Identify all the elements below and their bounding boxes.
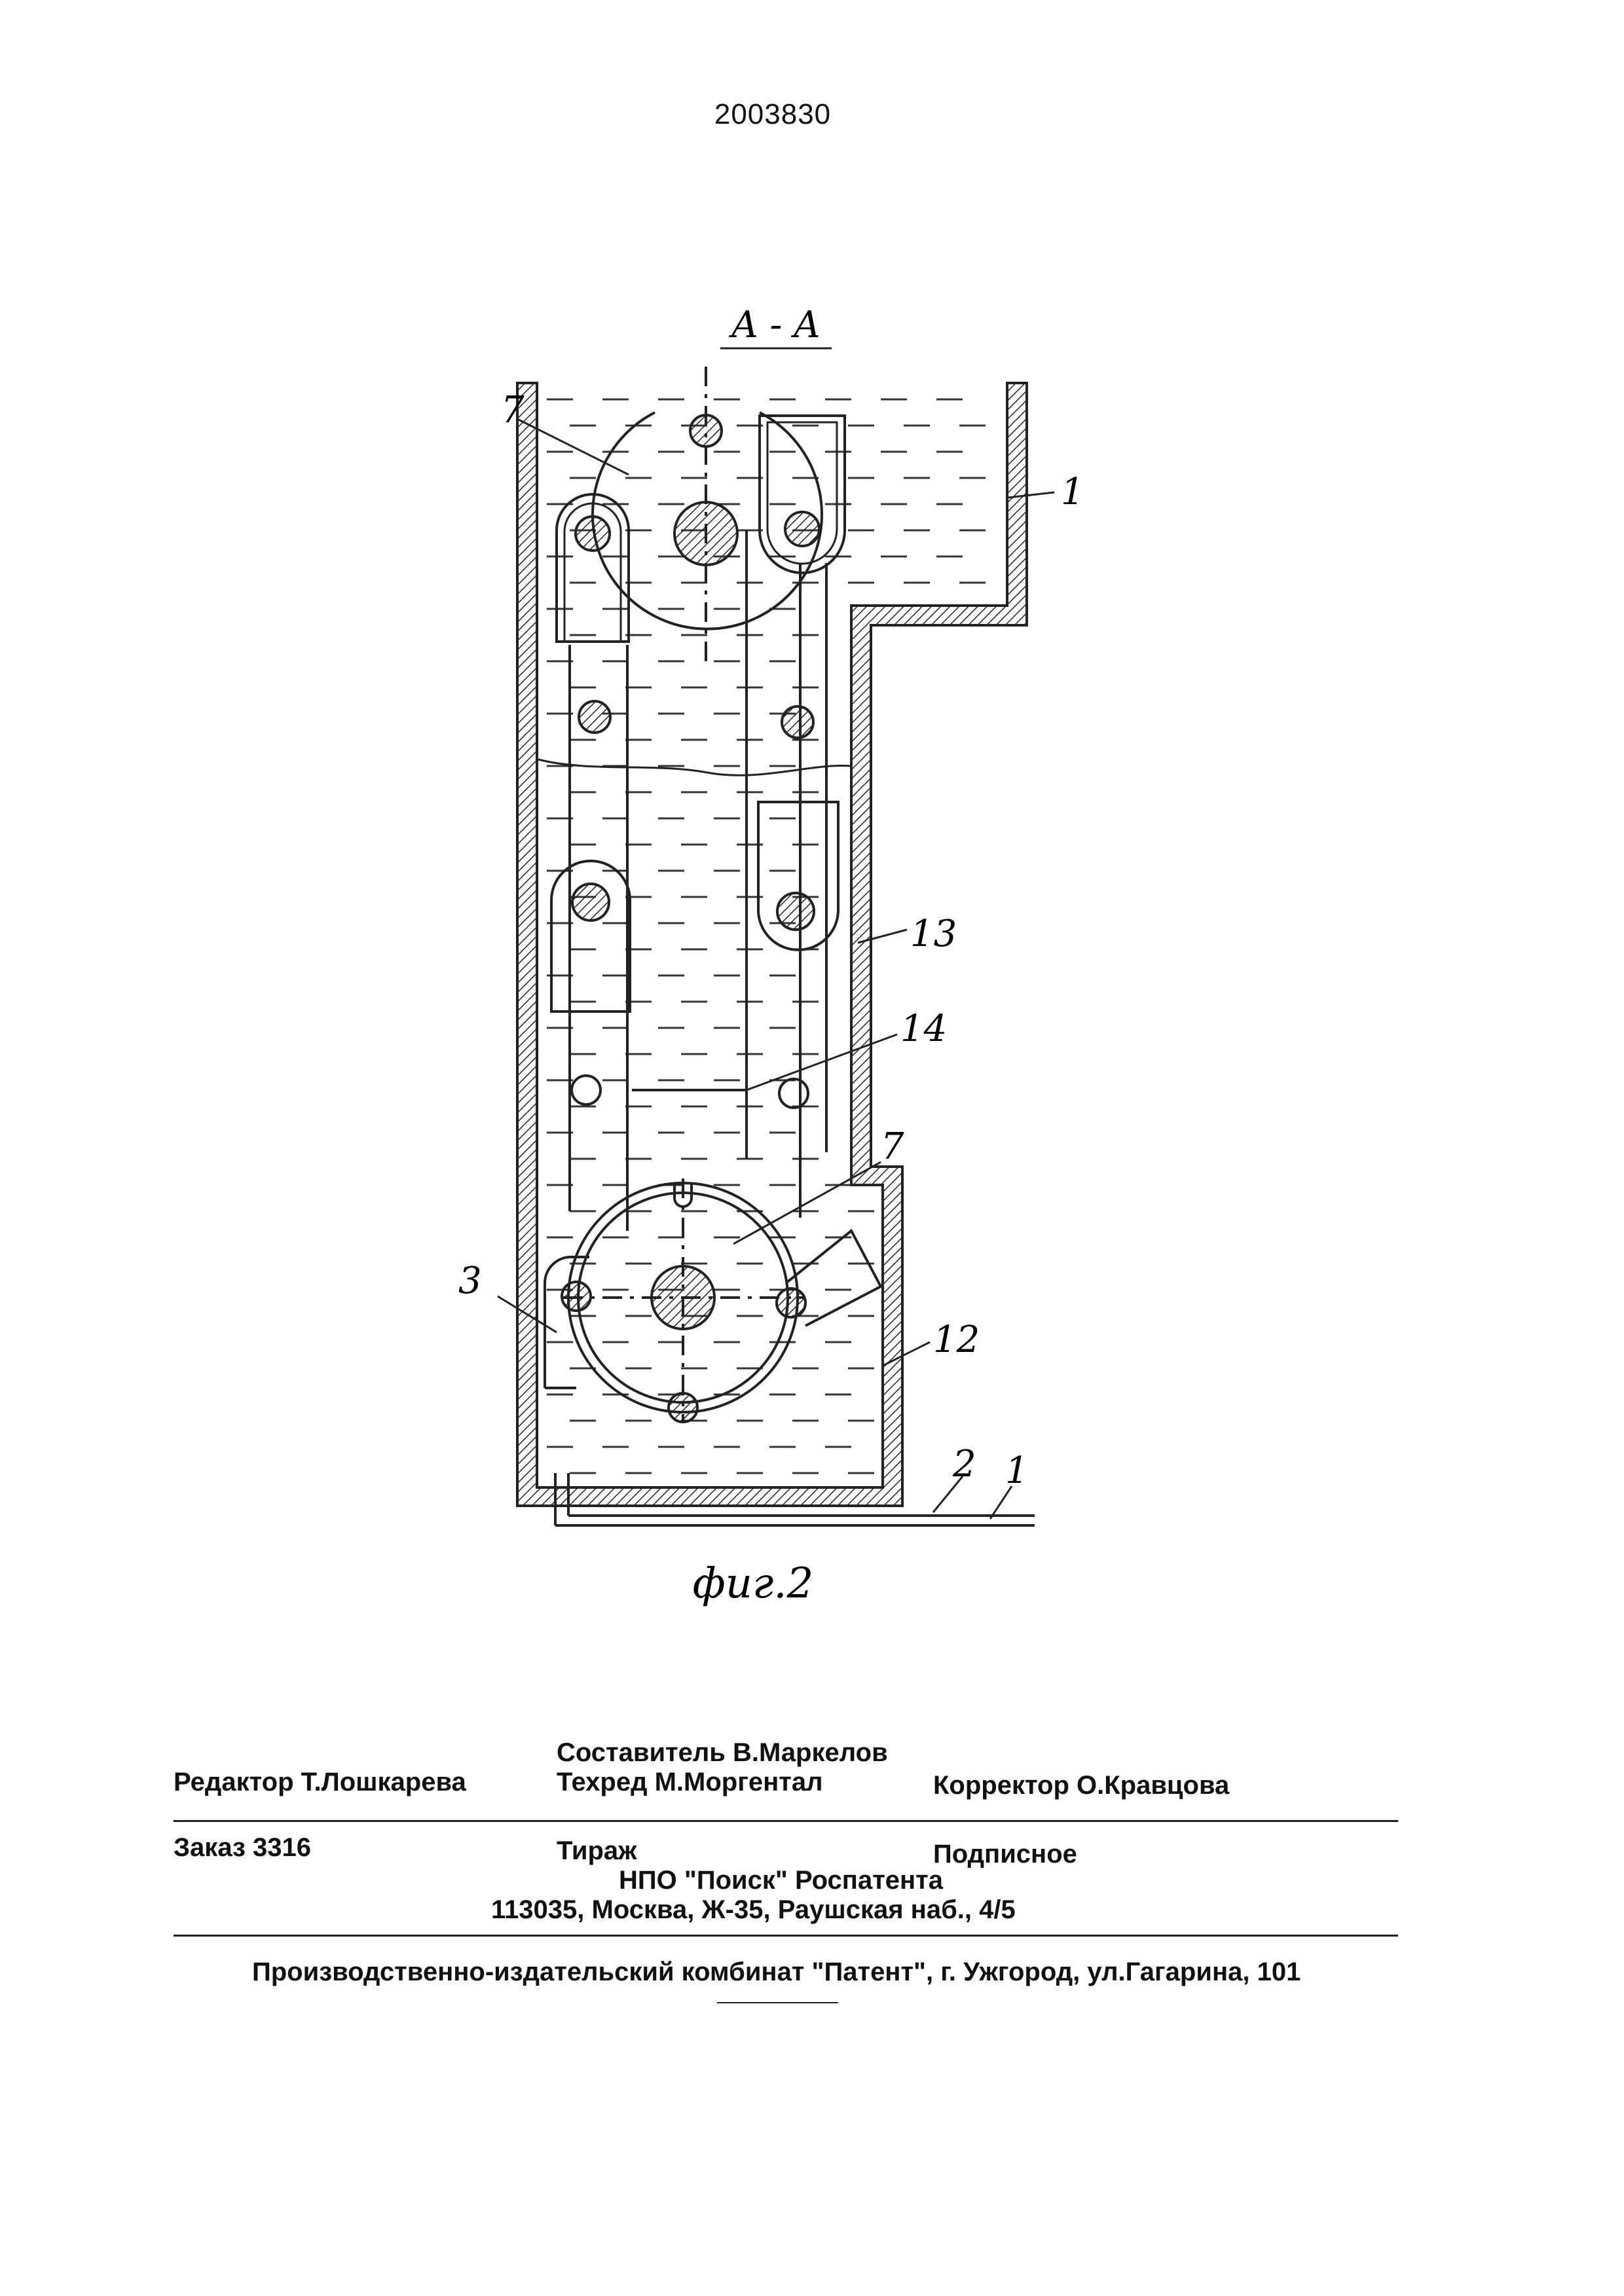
callout-3: 3 xyxy=(458,1260,482,1302)
upper-sprocket xyxy=(591,367,823,661)
callout-7-top: 7 xyxy=(501,389,525,431)
upper-right-bracket xyxy=(758,414,846,574)
lower-sprocket xyxy=(544,1178,883,1423)
technical-drawing: A - A xyxy=(458,304,1084,1608)
org-text: НПО "Поиск" Роспатента xyxy=(619,1866,944,1895)
callout-14: 14 xyxy=(900,1008,947,1050)
middle-right-bracket xyxy=(757,801,840,951)
techred-text: Техред М.Моргентал xyxy=(557,1768,823,1796)
patent-number: 2003830 xyxy=(714,98,832,130)
rule-bottom xyxy=(174,1935,1398,1937)
callout-1-top: 1 xyxy=(1061,471,1084,513)
bottom-pipes xyxy=(554,1473,1035,1527)
upper-left-bracket xyxy=(555,493,630,643)
address-text: 113035, Москва, Ж-35, Раушская наб., 4/5 xyxy=(491,1895,1016,1924)
section-label: A - A xyxy=(728,304,820,346)
callout-13: 13 xyxy=(910,913,957,955)
break-line xyxy=(538,758,852,776)
middle-left-bracket xyxy=(550,860,631,1013)
corrector-text: Корректор О.Кравцова xyxy=(933,1771,1230,1800)
callout-12: 12 xyxy=(933,1319,980,1361)
housing-wall xyxy=(516,382,1028,1507)
figure-caption: фиг.2 xyxy=(693,1559,814,1608)
callout-leaders xyxy=(497,418,1055,1520)
chain-pins xyxy=(570,700,815,1109)
callout-2: 2 xyxy=(952,1443,976,1485)
circulation-text: Тираж xyxy=(557,1836,637,1865)
publisher-text: Производственно-издательский комбинат "П… xyxy=(252,1958,1301,1986)
order-text: Заказ 3316 xyxy=(174,1833,312,1862)
chains xyxy=(568,530,828,1231)
subscription-text: Подписное xyxy=(933,1840,1077,1868)
rule-top xyxy=(174,1820,1398,1822)
compiler-text: Составитель В.Маркелов xyxy=(557,1738,888,1767)
callout-7-bottom: 7 xyxy=(881,1125,904,1168)
rule-short xyxy=(717,2002,838,2003)
callout-1-bottom: 1 xyxy=(1005,1449,1029,1492)
editor-text: Редактор Т.Лошкарева xyxy=(174,1768,466,1796)
callout-labels: 7 1 13 14 7 3 12 2 1 xyxy=(458,389,1084,1492)
